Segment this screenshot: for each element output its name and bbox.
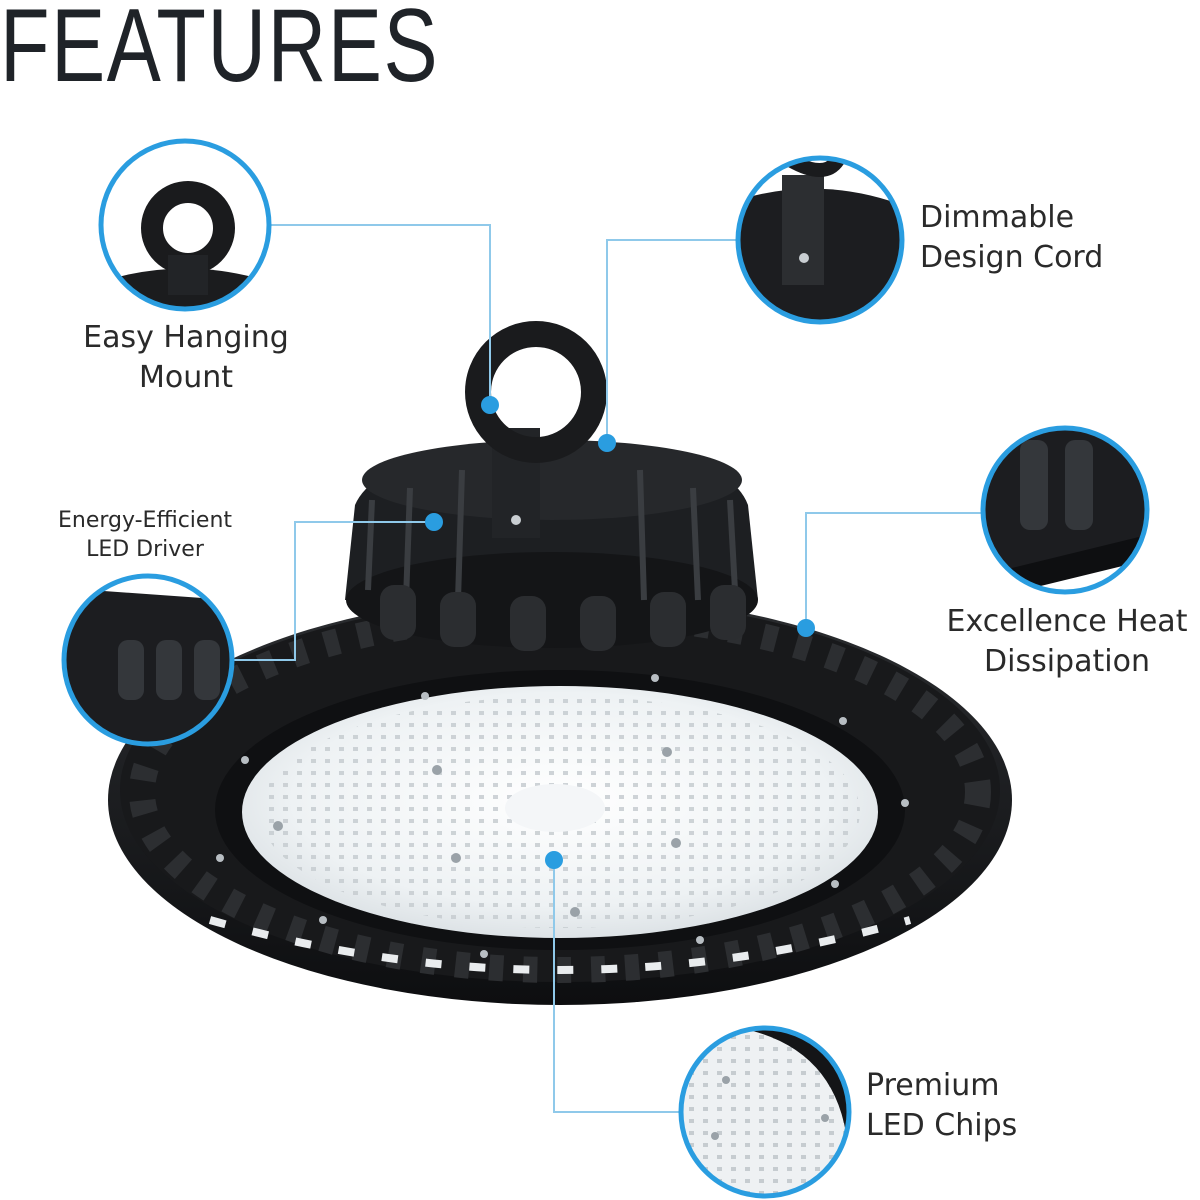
callout-design-cord bbox=[735, 155, 905, 325]
leader-dots bbox=[425, 396, 815, 869]
callout-hanging-mount bbox=[98, 138, 272, 312]
label-dimmable-design-cord: Dimmable Design Cord bbox=[920, 198, 1103, 277]
label-line: Mount bbox=[138, 359, 234, 395]
label-line: Excellence Heat bbox=[946, 604, 1188, 639]
page-title: FEATURES bbox=[0, 0, 440, 104]
label-line: Energy-Efficient bbox=[57, 508, 233, 533]
label-line: Design Cord bbox=[920, 239, 1104, 275]
label-energy-efficient-driver: Energy-Efficient LED Driver bbox=[40, 506, 250, 564]
label-easy-hanging-mount: Easy Hanging Mount bbox=[70, 318, 302, 397]
callout-heat-dissipation bbox=[980, 425, 1150, 595]
label-line: Dimmable bbox=[920, 200, 1075, 235]
label-heat-dissipation: Excellence Heat Dissipation bbox=[934, 602, 1200, 681]
label-line: LED Chips bbox=[866, 1107, 1018, 1143]
high-bay-lamp bbox=[108, 321, 1012, 1005]
callout-led-chips bbox=[678, 1025, 852, 1199]
label-line: LED Driver bbox=[86, 537, 204, 563]
label-line: Easy Hanging bbox=[83, 320, 289, 355]
label-premium-led-chips: Premium LED Chips bbox=[866, 1066, 1017, 1145]
leader-lines bbox=[230, 224, 983, 1113]
label-line: Dissipation bbox=[984, 643, 1150, 679]
label-line: Premium bbox=[866, 1068, 1000, 1103]
callout-led-driver bbox=[61, 573, 235, 747]
